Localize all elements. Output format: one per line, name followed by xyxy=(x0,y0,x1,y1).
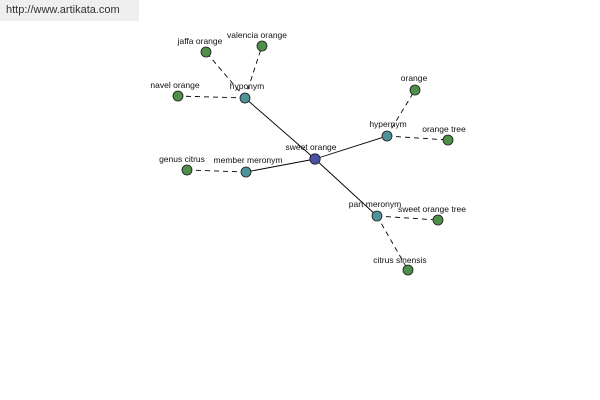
graph-edges xyxy=(177,45,449,271)
node-label-valencia-orange[interactable]: valencia orange xyxy=(227,30,287,40)
edge-sweet-orange-to-hypernym xyxy=(314,135,388,160)
node-label-genus-citrus[interactable]: genus citrus xyxy=(159,154,205,164)
edge-part-meronym-to-sweet-orange-tree xyxy=(376,215,439,221)
node-sweet-orange-tree[interactable] xyxy=(432,214,444,226)
edge-sweet-orange-to-member-meronym xyxy=(245,158,316,173)
node-label-navel-orange[interactable]: navel orange xyxy=(150,80,199,90)
node-label-sweet-orange[interactable]: sweet orange xyxy=(285,142,336,152)
edge-hyponym-to-navel-orange xyxy=(177,95,246,99)
edge-sweet-orange-to-part-meronym xyxy=(314,158,378,217)
edge-hyponym-to-valencia-orange xyxy=(244,45,263,99)
node-sweet-orange[interactable] xyxy=(309,153,321,165)
graph-nodes xyxy=(172,40,454,276)
node-label-member-meronym[interactable]: member meronym xyxy=(214,155,283,165)
node-hyponym[interactable] xyxy=(239,92,251,104)
edge-hypernym-to-orange-tree xyxy=(386,135,449,141)
edge-part-meronym-to-citrus-sinensis xyxy=(376,215,409,271)
node-label-part-meronym[interactable]: part meronym xyxy=(349,199,401,209)
node-label-orange[interactable]: orange xyxy=(401,73,428,83)
graph-labels: sweet orange hyponym hypernym member merony… xyxy=(150,30,466,265)
source-url[interactable]: http://www.artikata.com xyxy=(0,0,139,21)
node-navel-orange[interactable] xyxy=(172,90,184,102)
node-valencia-orange[interactable] xyxy=(256,40,268,52)
node-jaffa-orange[interactable] xyxy=(200,46,212,58)
node-label-orange-tree[interactable]: orange tree xyxy=(422,124,466,134)
node-label-hyponym[interactable]: hyponym xyxy=(230,81,265,91)
edge-member-meronym-to-genus-citrus xyxy=(186,169,247,173)
node-genus-citrus[interactable] xyxy=(181,164,193,176)
node-orange[interactable] xyxy=(409,84,421,96)
node-citrus-sinensis[interactable] xyxy=(402,264,414,276)
edge-sweet-orange-to-hyponym xyxy=(244,97,316,160)
node-member-meronym[interactable] xyxy=(240,166,252,178)
node-label-sweet-orange-tree[interactable]: sweet orange tree xyxy=(398,204,466,214)
edge-hyponym-to-jaffa-orange xyxy=(205,51,246,99)
edge-hypernym-to-orange xyxy=(386,89,416,137)
node-label-hypernym[interactable]: hypernym xyxy=(369,119,406,129)
node-orange-tree[interactable] xyxy=(442,134,454,146)
node-label-citrus-sinensis[interactable]: citrus sinensis xyxy=(373,255,426,265)
node-label-jaffa-orange[interactable]: jaffa orange xyxy=(177,36,223,46)
node-part-meronym[interactable] xyxy=(371,210,383,222)
node-hypernym[interactable] xyxy=(381,130,393,142)
